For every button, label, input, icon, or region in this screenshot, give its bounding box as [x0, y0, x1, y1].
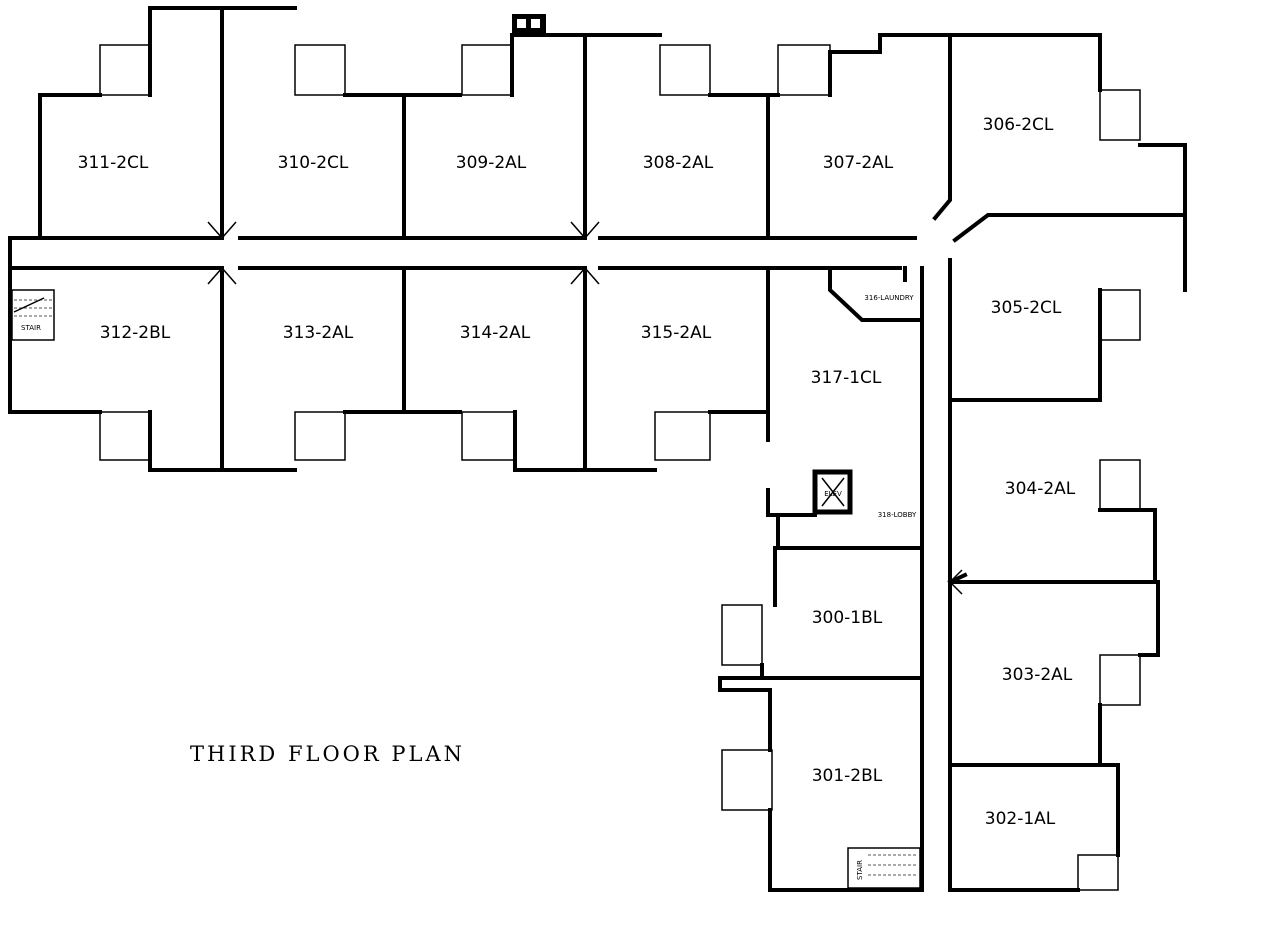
room-306: 306-2CL: [983, 115, 1054, 135]
stair-west: [11, 289, 55, 341]
room-313: 313-2AL: [283, 323, 354, 343]
room-307: 307-2AL: [823, 153, 894, 173]
west-wing-walls: [8, 6, 952, 517]
lobby-label: 318-LOBBY: [878, 511, 917, 519]
room-304: 304-2AL: [1005, 479, 1076, 499]
plan-title: THIRD FLOOR PLAN: [190, 742, 465, 766]
room-300: 300-1BL: [812, 608, 883, 628]
room-310: 310-2CL: [278, 153, 349, 173]
doors: [207, 221, 963, 595]
room-311: 311-2CL: [78, 153, 149, 173]
room-312: 312-2BL: [100, 323, 171, 343]
stair-west-label: STAIR: [21, 324, 41, 332]
stair-south: [847, 847, 921, 889]
room-315: 315-2AL: [641, 323, 712, 343]
elevator-label: ELEV: [824, 490, 842, 498]
room-303: 303-2AL: [1002, 665, 1073, 685]
room-317: 317-1CL: [811, 368, 882, 388]
stair-south-label: STAIR: [856, 860, 864, 880]
room-302: 302-1AL: [985, 809, 1056, 829]
laundry-label: 316-LAUNDRY: [864, 294, 914, 302]
east-wing-walls: [718, 33, 1187, 892]
room-301: 301-2BL: [812, 766, 883, 786]
room-308: 308-2AL: [643, 153, 714, 173]
room-305: 305-2CL: [991, 298, 1062, 318]
room-309: 309-2AL: [456, 153, 527, 173]
room-314: 314-2AL: [460, 323, 531, 343]
